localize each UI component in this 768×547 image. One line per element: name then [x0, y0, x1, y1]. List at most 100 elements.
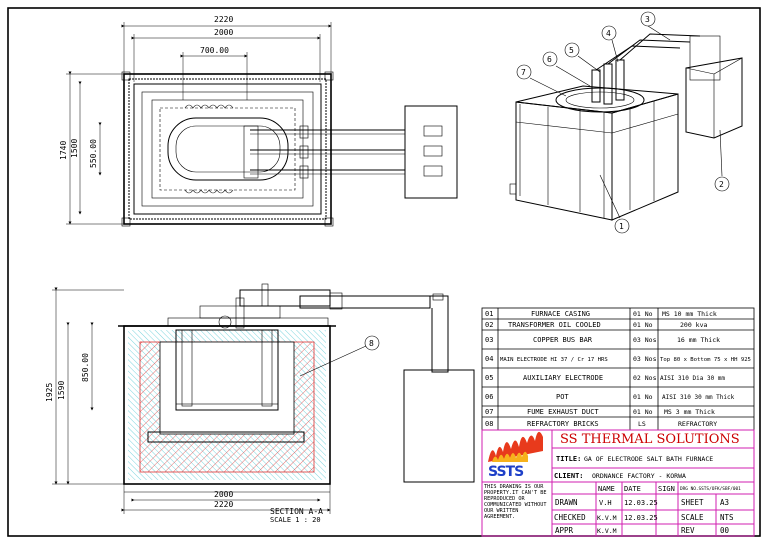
svg-text:COPPER BUS BAR: COPPER BUS BAR [533, 336, 593, 344]
bom-row: 05 AUXILIARY ELECTRODE 02 Nos AISI 310 D… [485, 374, 725, 382]
svg-text:LS: LS [638, 420, 646, 428]
col-date: DATE [624, 485, 641, 493]
callout-3: 3 [640, 11, 671, 41]
svg-text:16 mm Thick: 16 mm Thick [677, 336, 720, 344]
bom-row: 04 MAIN ELECTRODE HI 37 / Cr 17 HRS 03 N… [485, 355, 751, 363]
callout-4: 4 [601, 25, 619, 63]
drawn-name: V.H [599, 499, 612, 507]
bom-row: 06 POT 01 No AISI 310 30 mm Thick [485, 393, 735, 401]
logo-text: SSTS [488, 464, 524, 480]
checked-label: CHECKED [554, 513, 586, 522]
svg-text:MAIN ELECTRODE HI 37 / Cr 17 H: MAIN ELECTRODE HI 37 / Cr 17 HRS [500, 357, 608, 363]
svg-text:04: 04 [485, 355, 493, 363]
svg-text:2: 2 [719, 180, 724, 189]
checked-date: 12.03.25 [624, 514, 658, 522]
svg-text:02: 02 [485, 321, 493, 329]
bom-row: 02 TRANSFORMER OIL COOLED 01 No 200 kva [485, 321, 707, 329]
client-label: CLIENT: [554, 472, 584, 480]
dim-section-inner-height: 1590 [57, 381, 66, 400]
dim-plan-inner-height: 1500 [70, 139, 79, 158]
col-sign: SIGN [658, 485, 675, 493]
svg-text:8: 8 [369, 339, 374, 348]
svg-text:AISI 310 30 mm Thick: AISI 310 30 mm Thick [662, 394, 735, 401]
dim-section-overall-height: 1925 [45, 383, 54, 402]
rev-value: 00 [720, 526, 730, 535]
svg-text:TRANSFORMER OIL COOLED: TRANSFORMER OIL COOLED [508, 321, 601, 329]
svg-text:FURNACE CASING: FURNACE CASING [531, 310, 590, 318]
dim-section-pot-depth: 850.00 [81, 353, 90, 382]
svg-text:06: 06 [485, 393, 493, 401]
scale-value: NTS [720, 513, 734, 522]
svg-text:07: 07 [485, 408, 493, 416]
col-name: NAME [598, 485, 615, 493]
svg-text:REFRACTORY: REFRACTORY [678, 420, 717, 428]
bom-row: 07 FUME EXHAUST DUCT 01 No MS 3 mm Thick [485, 408, 715, 416]
client-name: ORDNANCE FACTORY - KORWA [592, 472, 686, 480]
dim-section-inner-width: 2000 [214, 490, 233, 499]
callout-5: 5 [564, 42, 601, 73]
svg-text:03: 03 [485, 336, 493, 344]
svg-text:02 Nos: 02 Nos [633, 374, 657, 382]
section-scale: SCALE 1 : 20 [270, 516, 321, 524]
dim-plan-overall-height: 1740 [59, 141, 68, 160]
scale-label: SCALE [681, 513, 704, 522]
title-label: TITLE: [556, 455, 581, 463]
ownership-notice: THIS DRAWING IS OUR PROPERTY.IT CAN'T BE… [484, 484, 547, 520]
dim-plan-pot-width: 700.00 [200, 46, 229, 55]
drawn-date: 12.03.25 [624, 499, 658, 507]
svg-text:01 No: 01 No [633, 408, 653, 416]
appr-name: K.V.M [597, 527, 617, 535]
sheet-value: A3 [720, 498, 729, 507]
svg-text:5: 5 [569, 46, 574, 55]
svg-text:Top 80 x Bottom 75 x HH 925: Top 80 x Bottom 75 x HH 925 [660, 357, 751, 363]
svg-text:03 Nos: 03 Nos [633, 355, 657, 363]
dim-plan-overall-width: 2220 [214, 15, 233, 24]
section-title: SECTION A-A [270, 507, 323, 516]
isometric-view: 1 2 3 4 5 6 7 [509, 11, 743, 234]
svg-text:MS 3 mm Thick: MS 3 mm Thick [664, 408, 715, 416]
dim-plan-pot-height: 550.00 [89, 139, 98, 168]
svg-text:03 Nos: 03 Nos [633, 336, 657, 344]
svg-text:REFRACTORY BRICKS: REFRACTORY BRICKS [527, 420, 599, 428]
dim-plan-inner-width: 2000 [214, 28, 233, 37]
svg-text:08: 08 [485, 420, 493, 428]
appr-label: APPR [555, 526, 574, 535]
company-logo: SSTS [488, 431, 543, 480]
bom-row: 03 COPPER BUS BAR 03 Nos 16 mm Thick [485, 336, 720, 344]
dim-section-overall-width: 2220 [214, 500, 233, 509]
callout-7: 7 [516, 64, 567, 97]
svg-text:1: 1 [619, 222, 624, 231]
rev-label: REV [681, 526, 695, 535]
checked-name: K.V.M [597, 514, 617, 522]
svg-text:01 No: 01 No [633, 321, 653, 329]
svg-text:01 No: 01 No [633, 310, 653, 318]
bom-table: 01 FURNACE CASING 01 No MS 10 mm Thick 0… [481, 307, 755, 431]
svg-text:6: 6 [547, 55, 552, 64]
callout-1: 1 [599, 174, 630, 234]
svg-text:FUME EXHAUST DUCT: FUME EXHAUST DUCT [527, 408, 599, 416]
bom-row: 08 REFRACTORY BRICKS LS REFRACTORY [485, 420, 717, 428]
section-view: 1925 1590 850.00 [45, 283, 475, 524]
svg-text:AUXILIARY ELECTRODE: AUXILIARY ELECTRODE [523, 374, 603, 382]
svg-text:3: 3 [645, 15, 650, 24]
callout-2: 2 [714, 129, 730, 192]
drg-no: DRG NO.SSTS/OFK/SBF/001 [680, 486, 741, 492]
plan-view: 2220 2000 700.00 1740 1500 550.00 [59, 15, 458, 227]
drawn-label: DRAWN [555, 498, 578, 507]
callout-8: 8 [299, 335, 380, 377]
svg-text:MS 10 mm Thick: MS 10 mm Thick [662, 310, 717, 318]
company-name: SS THERMAL SOLUTIONS [560, 432, 740, 447]
svg-text:200 kva: 200 kva [680, 321, 707, 329]
svg-text:7: 7 [521, 68, 526, 77]
svg-text:4: 4 [606, 29, 611, 38]
sheet-border [7, 7, 761, 537]
sheet-label: SHEET [681, 498, 704, 507]
svg-text:01: 01 [485, 310, 493, 318]
svg-text:01 No: 01 No [633, 393, 653, 401]
svg-text:05: 05 [485, 374, 493, 382]
svg-text:AISI 310 Dia 30 mm: AISI 310 Dia 30 mm [660, 375, 725, 382]
bom-row: 01 FURNACE CASING 01 No MS 10 mm Thick [485, 310, 717, 318]
title-block: SSTS SS THERMAL SOLUTIONS TITLE: GA OF E… [481, 429, 755, 537]
